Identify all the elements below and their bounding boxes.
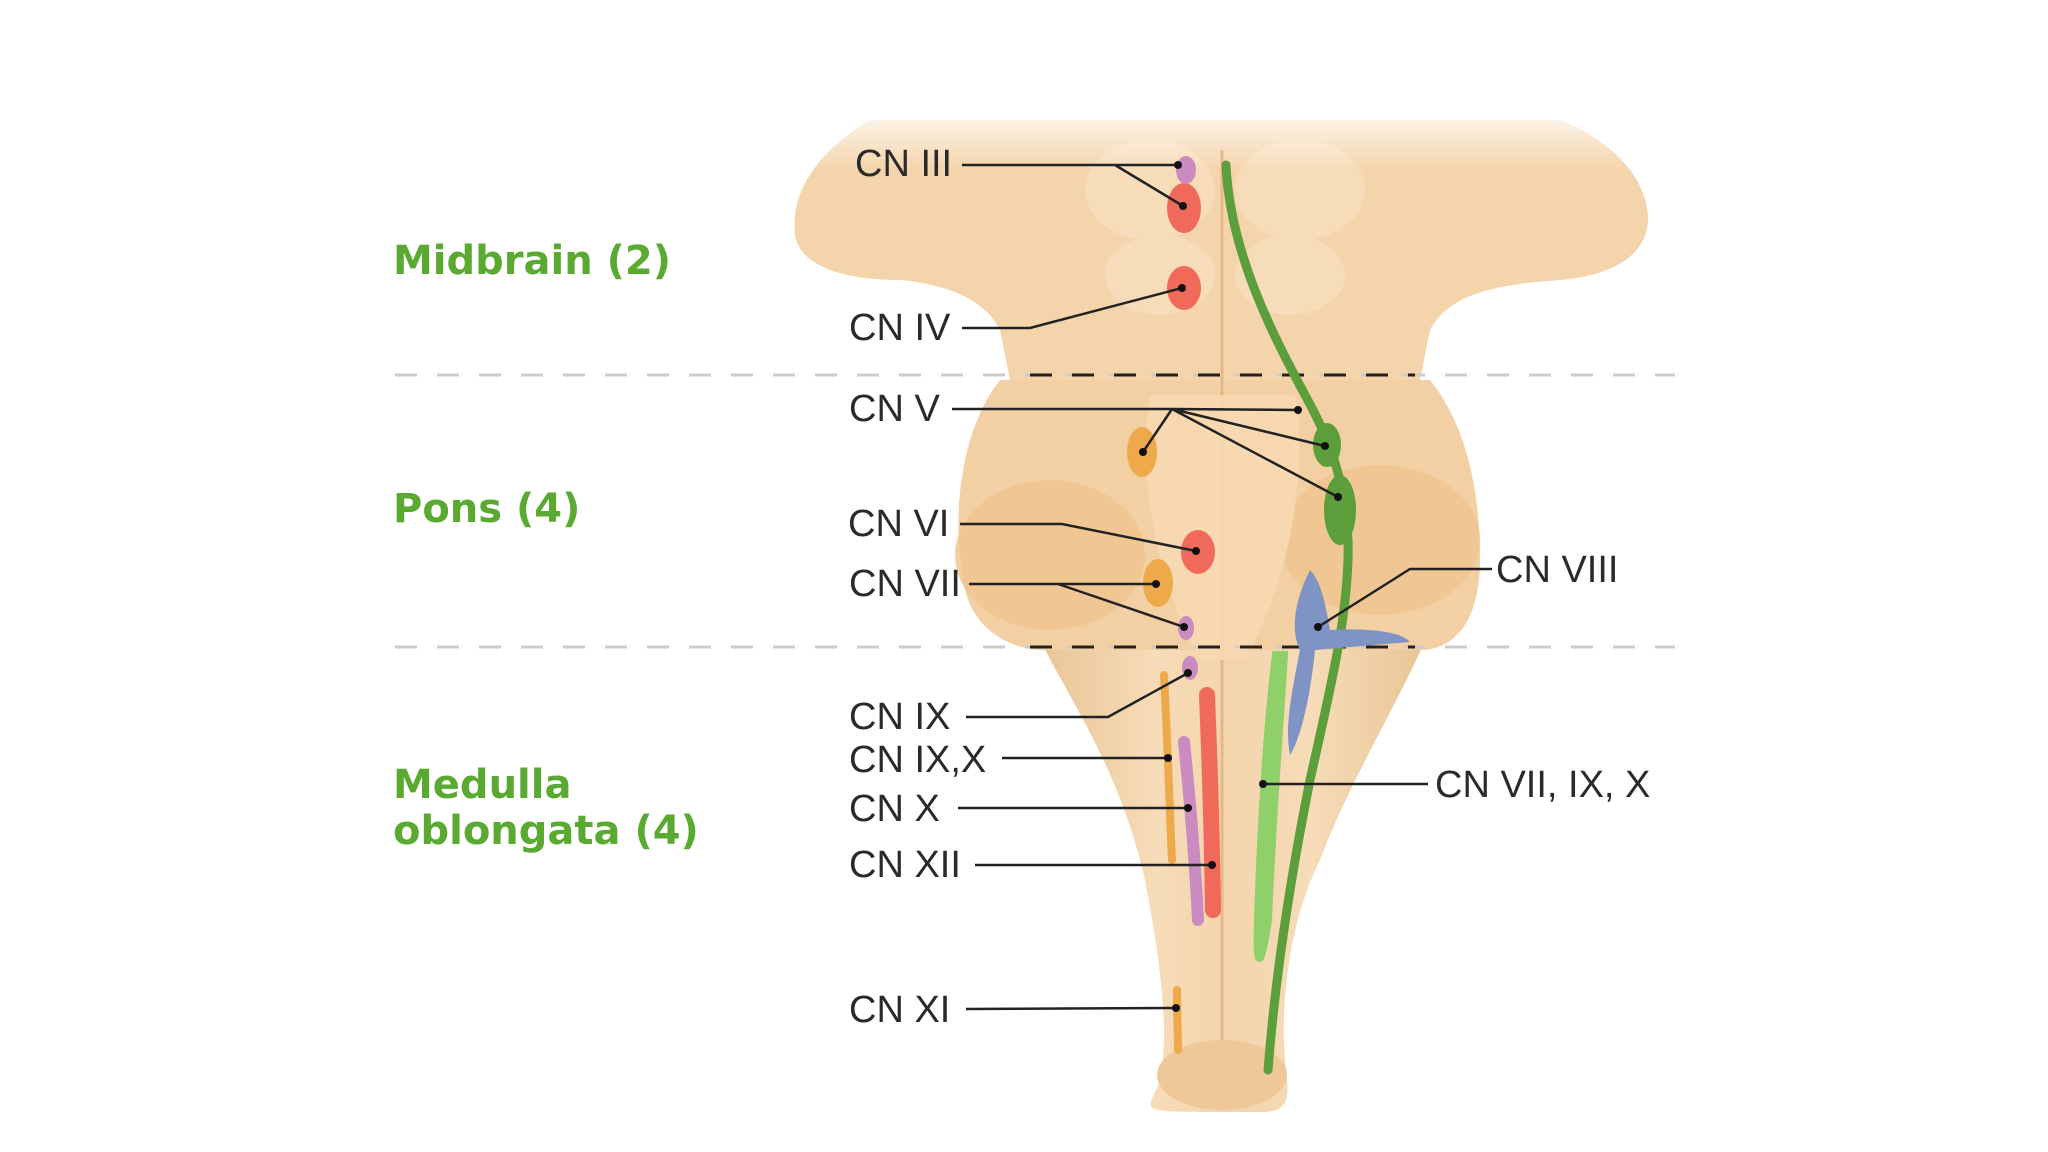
label-cn7: CN VII [849,563,961,605]
dorsal-vagal-nucleus [1178,736,1204,926]
leader-cn5 [952,407,1339,499]
vestibular-nucleus [1288,570,1410,755]
hypoglossal-nucleus [1199,687,1221,918]
accessory-nucleus [1173,986,1182,1054]
label-cn4: CN IV [849,307,951,349]
label-cn6: CN VI [848,503,950,545]
label-cn5: CN V [849,388,940,430]
region-label-medulla-line1: Medulla [393,762,572,808]
leader-cn11 [965,1006,1177,1011]
dot-cn9 [1184,669,1192,677]
dot-cn4 [1178,284,1186,292]
region-label-medulla: Medulla oblongata (4) [393,762,699,854]
top-fade [760,100,1680,170]
dot-cn9-10 [1164,754,1172,762]
region-label-pons: Pons (4) [393,486,581,532]
dot-cn7a [1152,580,1160,588]
leader-cn9 [966,671,1189,719]
label-cn8: CN VIII [1496,549,1619,591]
inferior-colliculus-right [1235,235,1345,315]
label-cn3: CN III [855,143,953,185]
fourth-ventricle-floor [1145,395,1300,660]
dot-cn6 [1192,547,1200,555]
leader-cn8 [1317,567,1492,629]
solitary-nucleus [1253,651,1289,962]
label-cn7-9-10: CN VII, IX, X [1435,764,1651,806]
dot-cn3a [1174,161,1182,169]
dot-cn5b [1139,448,1147,456]
label-cn10: CN X [849,788,940,830]
dot-cn7b [1180,623,1188,631]
leader-cn3 [962,163,1184,208]
dot-cn11 [1172,1004,1180,1012]
leader-cn6 [960,522,1197,553]
dot-cn10 [1184,804,1192,812]
obex-region [1157,1040,1287,1110]
trigeminal-nucleus-main [1324,475,1356,545]
leader-cn7 [969,582,1185,629]
sensory-column [1221,160,1353,1075]
nucleus-ambiguus [1160,671,1176,864]
dot-cn5c [1321,442,1329,450]
label-cn12: CN XII [849,844,961,886]
region-label-midbrain: Midbrain (2) [393,238,672,284]
label-cn9: CN IX [849,696,951,738]
label-cn9-10: CN IX,X [849,739,987,781]
label-cn11: CN XI [849,989,951,1031]
region-label-medulla-line2: oblongata (4) [393,808,699,854]
edinger-westphal-nucleus [1176,156,1196,184]
dot-cn8 [1314,623,1322,631]
leader-lines [952,163,1492,1011]
dot-cn5d [1334,493,1342,501]
dot-cn5a [1294,406,1302,414]
dot-cn12 [1208,861,1216,869]
middle-cerebellar-peduncle-left [955,480,1145,630]
leader-dots [1139,161,1342,1012]
leader-cn4 [962,286,1183,330]
dot-cn7-9-10 [1259,780,1267,788]
dot-cn3b [1179,202,1187,210]
